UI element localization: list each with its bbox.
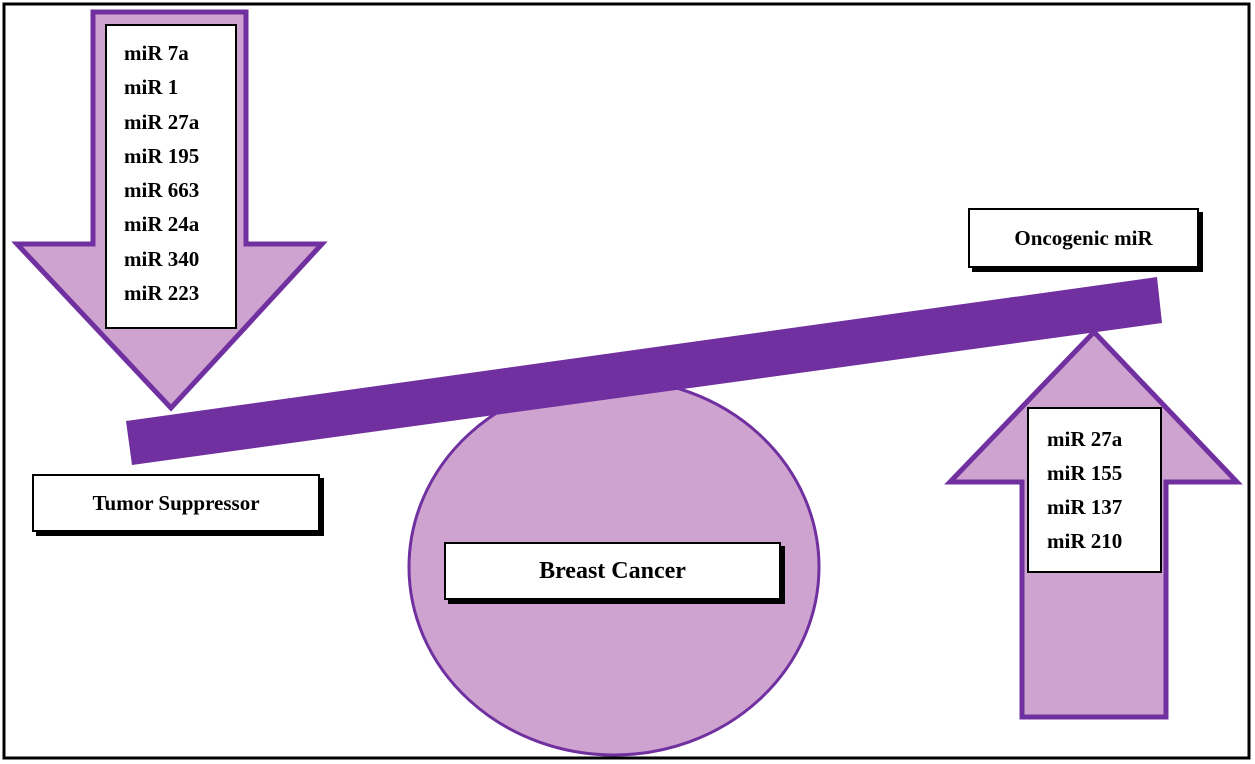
- breast-cancer-label: Breast Cancer: [444, 542, 781, 600]
- list-item: miR 24a: [124, 212, 200, 237]
- tumor-suppressor-label: Tumor Suppressor: [32, 474, 320, 532]
- list-item: miR 663: [124, 178, 200, 203]
- list-item: miR 27a: [1047, 427, 1123, 451]
- oncogenic-mir-label: Oncogenic miR: [968, 208, 1199, 268]
- list-item: miR 155: [1047, 461, 1123, 485]
- tumor-suppressor-mirna-list: miR 7a miR 1 miR 27a miR 195 miR 663 miR…: [105, 24, 237, 329]
- list-item: miR 195: [124, 143, 200, 168]
- oncogenic-mirna-list: miR 27a miR 155 miR 137 miR 210: [1027, 407, 1162, 573]
- list-item: miR 27a: [124, 109, 200, 134]
- list-item: miR 223: [124, 281, 200, 306]
- seesaw-beam: [126, 277, 1162, 465]
- list-item: miR 137: [1047, 495, 1123, 519]
- list-item: miR 210: [1047, 529, 1123, 553]
- list-item: miR 7a: [124, 41, 189, 65]
- list-item: miR 1: [124, 75, 179, 100]
- list-item: miR 340: [124, 246, 200, 271]
